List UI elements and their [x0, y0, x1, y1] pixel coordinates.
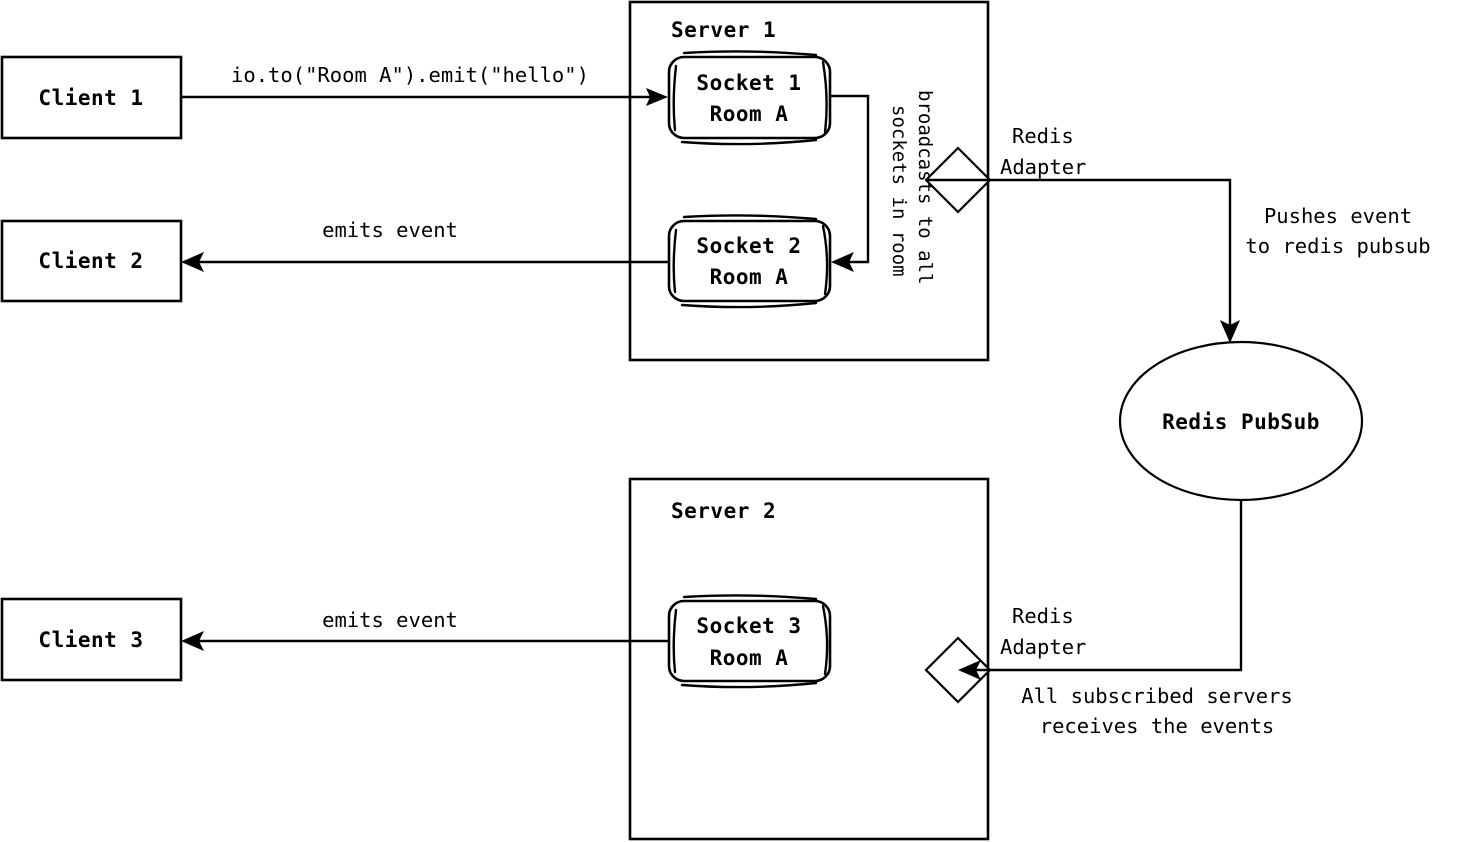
- socket-2-sketch-right: [821, 224, 829, 296]
- server-1-label: Server 1: [671, 18, 776, 42]
- socket-2-room: Room A: [710, 265, 789, 289]
- socket-3-name: Socket 3: [696, 614, 801, 638]
- socket-1-name: Socket 1: [696, 71, 801, 95]
- edge-socket2-to-client2-arrowhead: [181, 252, 204, 272]
- redis-adapter-2-label-line1: Redis: [1012, 604, 1074, 628]
- socket-1-sketch-bottom: [680, 138, 818, 146]
- socket-2-sketch-bottom: [680, 301, 818, 309]
- redis-adapter-1-group[interactable]: Redis Adapter: [924, 124, 1086, 214]
- edge-pubsub-to-adapter2-line: [970, 500, 1243, 672]
- socket-1-group[interactable]: Socket 1 Room A: [667, 50, 832, 146]
- socket-2-sketch-left: [672, 228, 678, 294]
- socket-2-sketch-top: [682, 214, 818, 221]
- edge-label-subscribed-line2: receives the events: [1040, 714, 1275, 738]
- redis-adapter-2-label-line2: Adapter: [1000, 635, 1086, 659]
- socket-3-group[interactable]: Socket 3 Room A: [667, 594, 832, 689]
- client-3-label: Client 3: [38, 628, 143, 652]
- edge-client1-to-socket1: io.to("Room A").emit("hello"): [181, 63, 668, 106]
- edge-pubsub-to-adapter2-arrowhead: [958, 660, 981, 680]
- redis-adapter-1-label-line2: Adapter: [1000, 155, 1086, 179]
- client-2-label: Client 2: [38, 249, 143, 273]
- socket-3-sketch-right: [821, 604, 829, 676]
- edge-label-pushes-line1: Pushes event: [1264, 204, 1412, 228]
- socket-3-sketch-bottom: [680, 681, 818, 689]
- socket-1-room: Room A: [710, 102, 789, 126]
- socket-2-name: Socket 2: [696, 234, 801, 258]
- redis-adapter-1-label-line1: Redis: [1012, 124, 1074, 148]
- redis-pubsub-label: Redis PubSub: [1162, 410, 1320, 434]
- edge-label-pushes-line2: to redis pubsub: [1245, 234, 1430, 258]
- edge-client1-to-socket1-arrowhead: [646, 88, 668, 106]
- edge-label-broadcast-line1: broadcasts to all: [914, 90, 936, 284]
- redis-pubsub-group[interactable]: Redis PubSub: [1118, 340, 1364, 502]
- socket-3-sketch-top: [682, 594, 818, 601]
- edge-adapter1-to-pubsub-line: [990, 178, 1232, 332]
- server-2-label: Server 2: [671, 499, 776, 523]
- socket-3-room: Room A: [710, 646, 789, 670]
- edge-socket2-to-client2: emits event: [181, 218, 669, 272]
- socket-2-box[interactable]: [667, 219, 832, 303]
- edge-label-emits-event-bottom: emits event: [322, 608, 458, 632]
- client-1-label: Client 1: [38, 86, 143, 110]
- edge-adapter1-to-pubsub: Pushes event to redis pubsub: [990, 178, 1431, 343]
- edge-adapter1-to-pubsub-arrowhead: [1220, 320, 1240, 343]
- edge-label-subscribed-line1: All subscribed servers: [1021, 684, 1293, 708]
- edge-socket1-to-socket2: broadcasts to all sockets in room: [830, 90, 936, 284]
- edge-socket1-to-socket2-arrowhead: [831, 252, 854, 272]
- edge-label-emits-event-top: emits event: [322, 218, 458, 242]
- client-2-box[interactable]: [0, 219, 183, 303]
- client-3-group[interactable]: Client 3: [0, 597, 183, 682]
- client-2-group[interactable]: Client 2: [0, 219, 183, 303]
- client-3-box[interactable]: [0, 597, 183, 682]
- edge-socket3-to-client3-arrowhead: [181, 631, 204, 651]
- socket-1-sketch-top: [682, 50, 818, 57]
- client-1-group[interactable]: Client 1: [0, 55, 183, 140]
- edge-pubsub-to-adapter2: All subscribed servers receives the even…: [958, 500, 1293, 738]
- socket-1-sketch-right: [821, 60, 828, 134]
- socket-1-sketch-left: [672, 64, 678, 132]
- edge-label-broadcast-line2: sockets in room: [888, 105, 910, 277]
- edge-socket1-to-socket2-line: [830, 94, 870, 264]
- edge-socket3-to-client3: emits event: [181, 608, 669, 651]
- edge-label-emit-call: io.to("Room A").emit("hello"): [231, 63, 589, 87]
- socket-1-box[interactable]: [667, 55, 832, 140]
- socket-3-sketch-left: [672, 608, 678, 674]
- socket-2-group[interactable]: Socket 2 Room A: [667, 214, 832, 309]
